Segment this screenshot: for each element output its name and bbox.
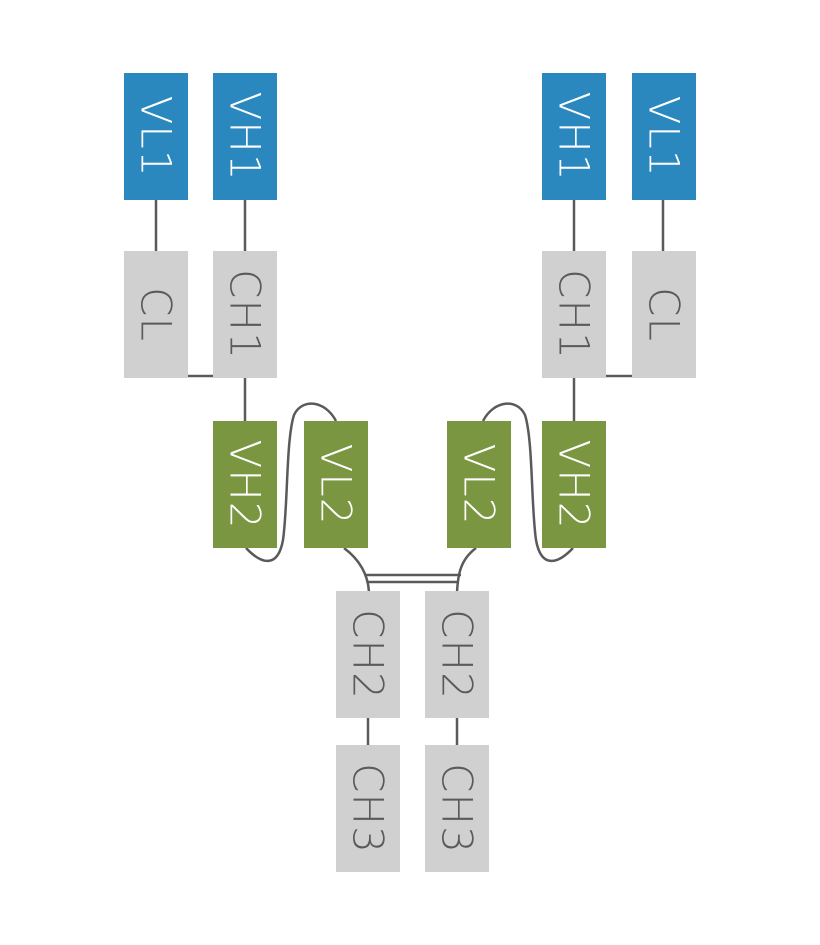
domain-box	[336, 745, 400, 872]
domain-label: VL1	[132, 96, 181, 178]
domain-label: CH3	[344, 763, 393, 854]
domain-left-ch2: CH2	[336, 591, 400, 718]
domain-box	[124, 73, 188, 200]
domain-box	[542, 251, 606, 378]
domain-right-cl: CL	[632, 251, 696, 378]
domain-label: VH1	[221, 91, 270, 181]
domain-label: VL2	[455, 444, 504, 526]
domain-left-vh2: VH2	[213, 421, 277, 548]
hinge-right-vl2-ch2	[455, 547, 477, 593]
domain-label: VL1	[640, 96, 689, 178]
domain-label: CH1	[550, 269, 599, 360]
domain-box	[632, 73, 696, 200]
domain-right-vh1: VH1	[542, 73, 606, 200]
domain-label: CH2	[344, 609, 393, 700]
connector-lines	[154, 200, 665, 745]
domain-label: CH2	[433, 609, 482, 700]
linker-right-vh2-vl2	[481, 402, 574, 563]
domain-box	[632, 251, 696, 378]
domain-box	[336, 591, 400, 718]
domain-label: VH2	[550, 439, 599, 529]
domain-right-vh2: VH2	[542, 421, 606, 548]
domain-label: CL	[132, 287, 181, 342]
domain-label: VH1	[550, 91, 599, 181]
hinge-left-vl2-ch2	[343, 547, 371, 593]
domain-left-cl: CL	[124, 251, 188, 378]
domain-label: CH1	[221, 269, 270, 360]
domain-label: VL2	[312, 444, 361, 526]
domain-right-vl1: VL1	[632, 73, 696, 200]
domain-left-ch3: CH3	[336, 745, 400, 872]
domain-right-vl2: VL2	[447, 421, 511, 548]
domain-box	[447, 421, 511, 548]
domain-left-vl2: VL2	[304, 421, 368, 548]
domain-box	[542, 421, 606, 548]
domain-box	[213, 73, 277, 200]
domain-right-ch3: CH3	[425, 745, 489, 872]
domain-label: CH3	[433, 763, 482, 854]
domain-left-vl1: VL1	[124, 73, 188, 200]
domain-right-ch2: CH2	[425, 591, 489, 718]
domain-label: CL	[640, 287, 689, 342]
domain-box	[213, 251, 277, 378]
domain-box	[542, 73, 606, 200]
domain-right-ch1: CH1	[542, 251, 606, 378]
domain-box	[425, 591, 489, 718]
domain-box	[425, 745, 489, 872]
domain-label: VH2	[221, 439, 270, 529]
domain-box	[124, 251, 188, 378]
domain-left-ch1: CH1	[213, 251, 277, 378]
linker-left-vh2-vl2	[245, 402, 338, 563]
domain-box	[213, 421, 277, 548]
domain-left-vh1: VH1	[213, 73, 277, 200]
domain-box	[304, 421, 368, 548]
